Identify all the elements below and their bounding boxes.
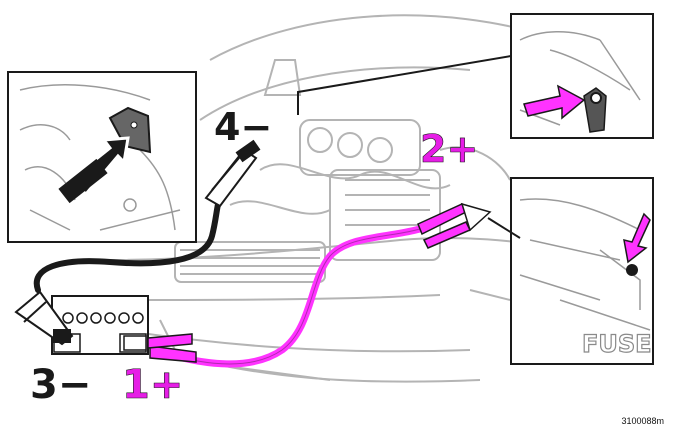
step-3-label: 3− [30,362,91,408]
negative-clamp-battery [14,290,74,346]
inset-fuse-box: FUSE [510,177,654,365]
step-2-label: 2+ [420,127,478,171]
inset-positive-post [510,13,654,139]
step-1-label: 1+ [122,362,183,408]
positive-cable [156,218,444,368]
leader-line [297,55,512,115]
inset-ground-point [7,71,197,243]
positive-clamp-battery [123,333,197,363]
magenta-down-arrow-icon [623,212,651,264]
fuse-text: FUSE [582,330,652,358]
black-arrow-icon [58,136,130,204]
figure-reference-code: 3100088m [621,416,664,426]
leader-line-fuse [487,217,521,239]
step-4-label: 4− [214,105,272,149]
magenta-arrow-icon [523,84,586,120]
positive-clamp-engine [417,202,492,249]
negative-clamp-engine [204,139,261,208]
